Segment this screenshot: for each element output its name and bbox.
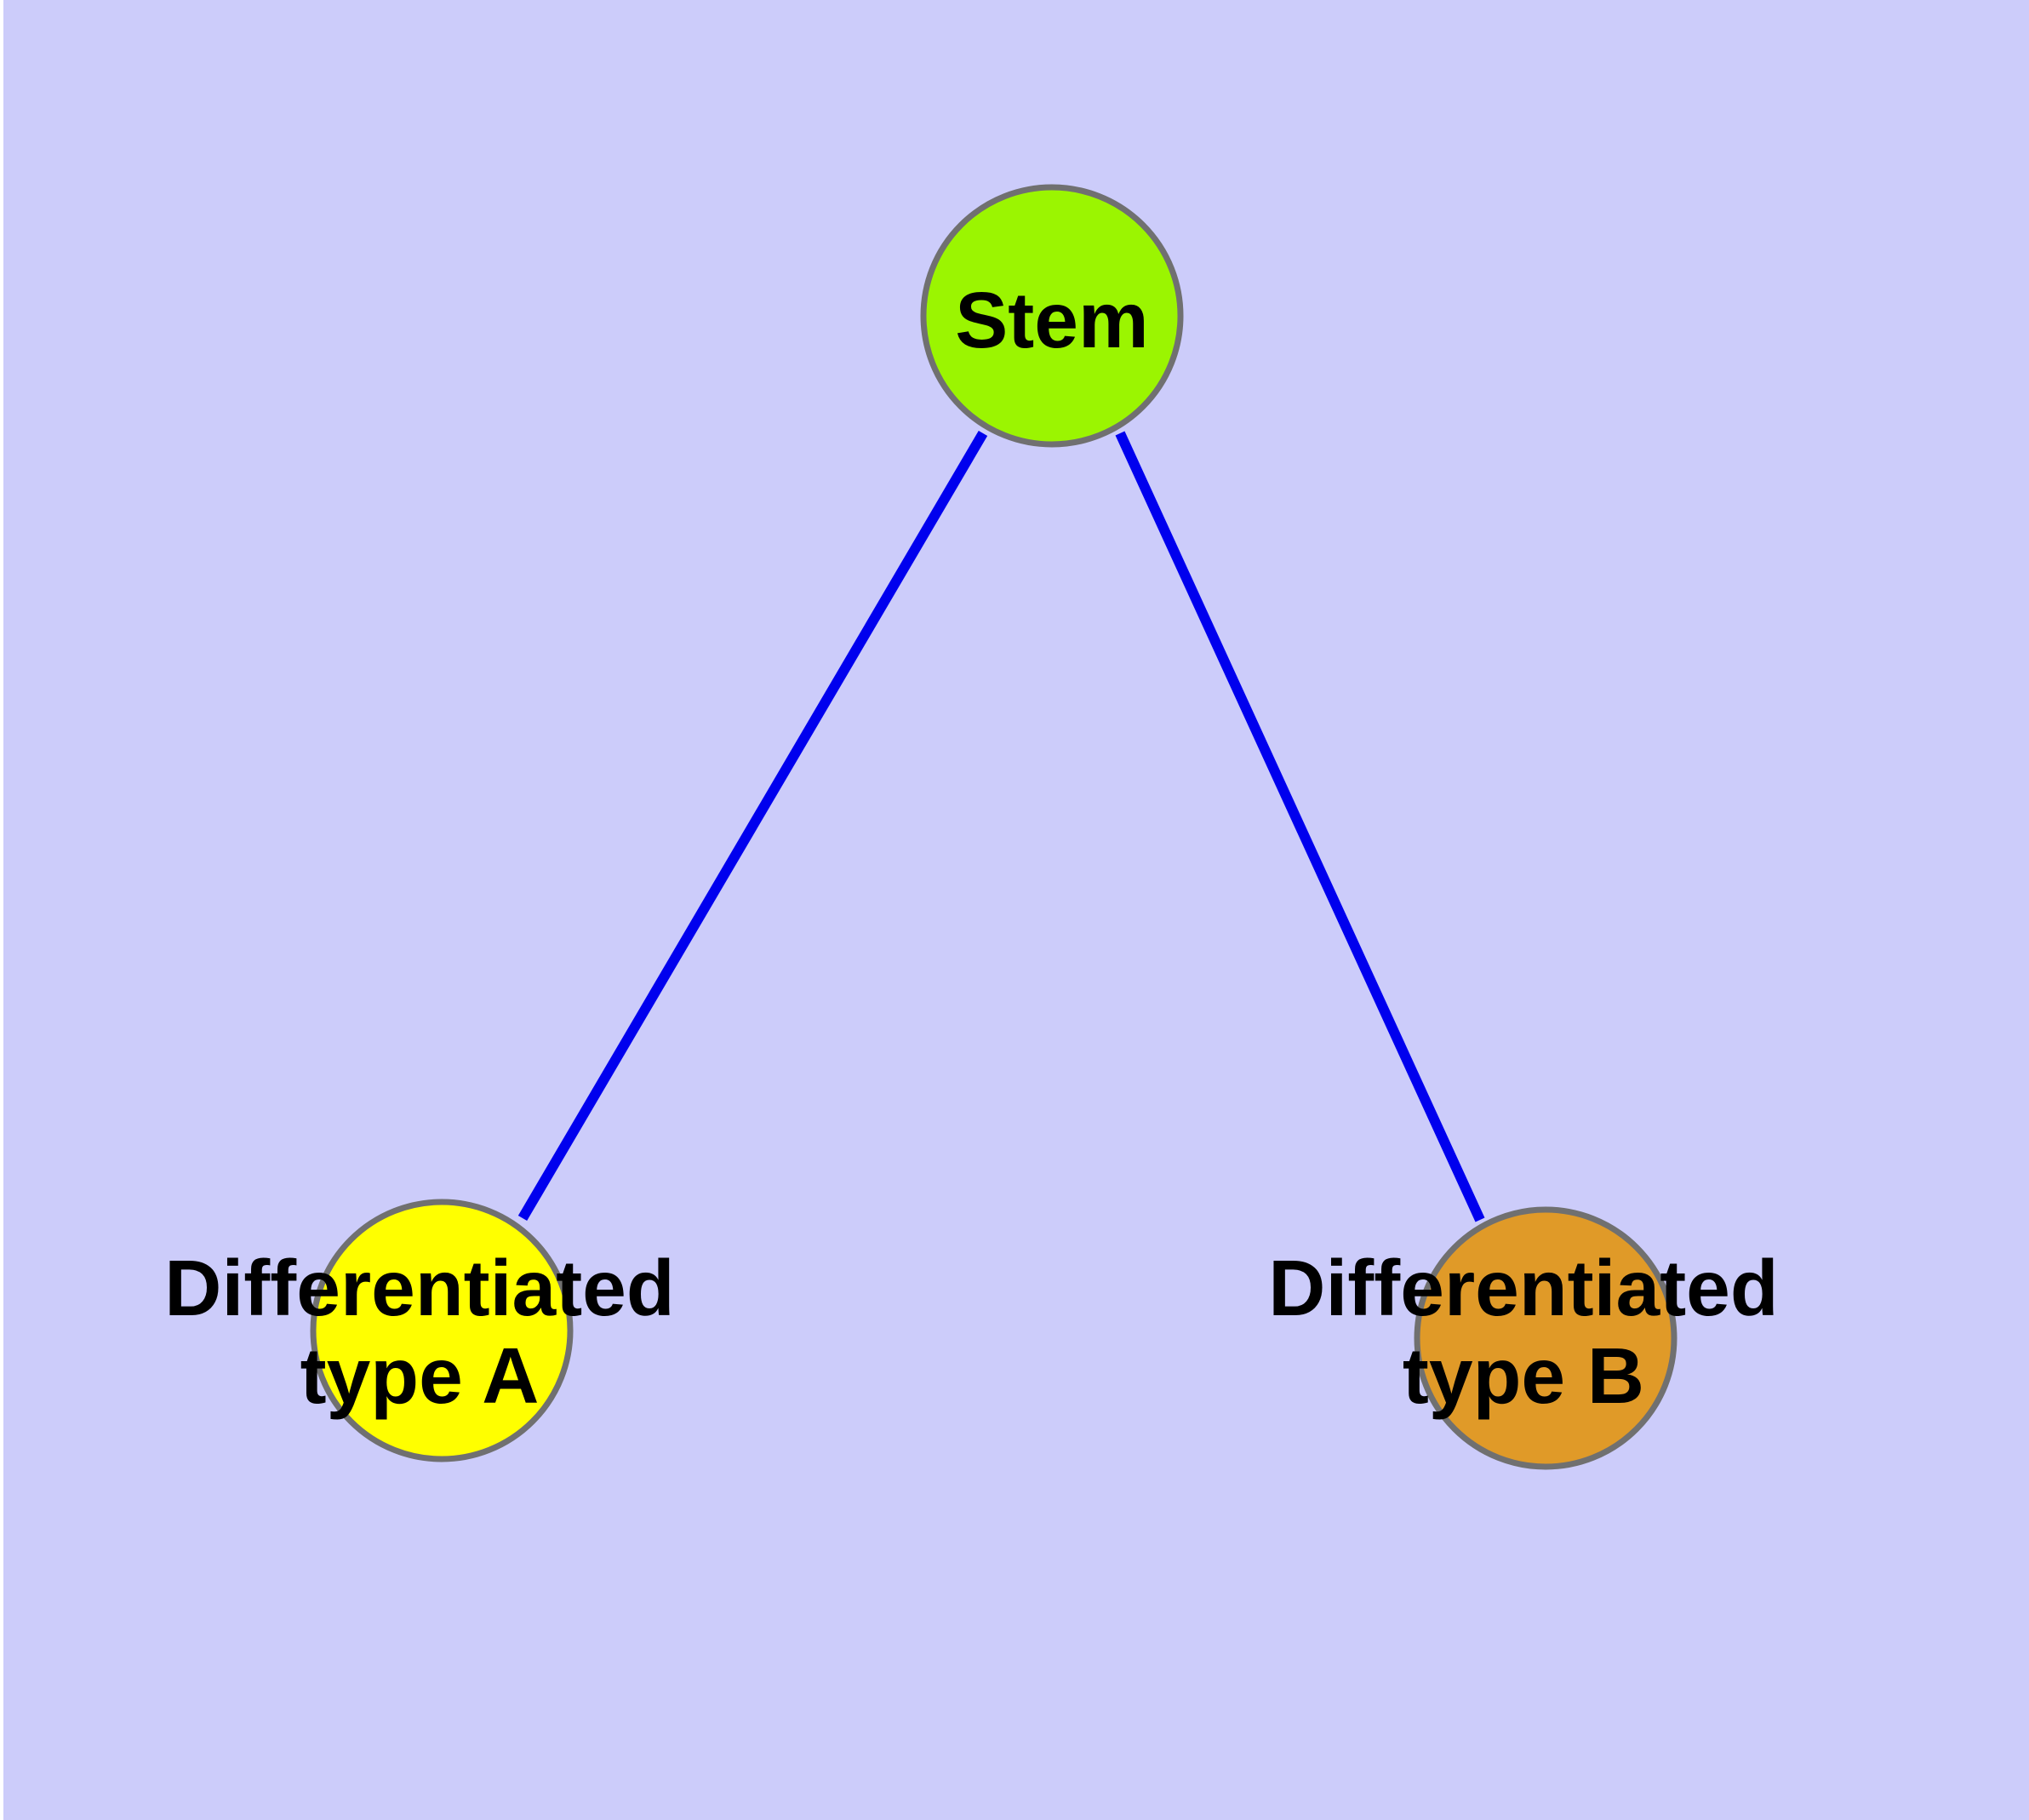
label-line: type B [1403,1331,1644,1420]
nodes-layer [310,184,1677,1470]
label-line: type A [300,1331,540,1420]
graph-edge[interactable] [1115,431,1485,1222]
graph-node-diff_a[interactable] [310,1199,574,1462]
label-line: Differentiated [164,1244,674,1332]
label-line: Stem [955,276,1148,364]
graph-node-stem[interactable] [920,184,1184,448]
label-line: Differentiated [1268,1244,1778,1332]
graph-node-diff_b[interactable] [1414,1206,1677,1470]
graph-node-label-stem: Stem [955,276,1148,364]
edges-layer [517,430,1485,1222]
graph-edge[interactable] [517,430,988,1222]
